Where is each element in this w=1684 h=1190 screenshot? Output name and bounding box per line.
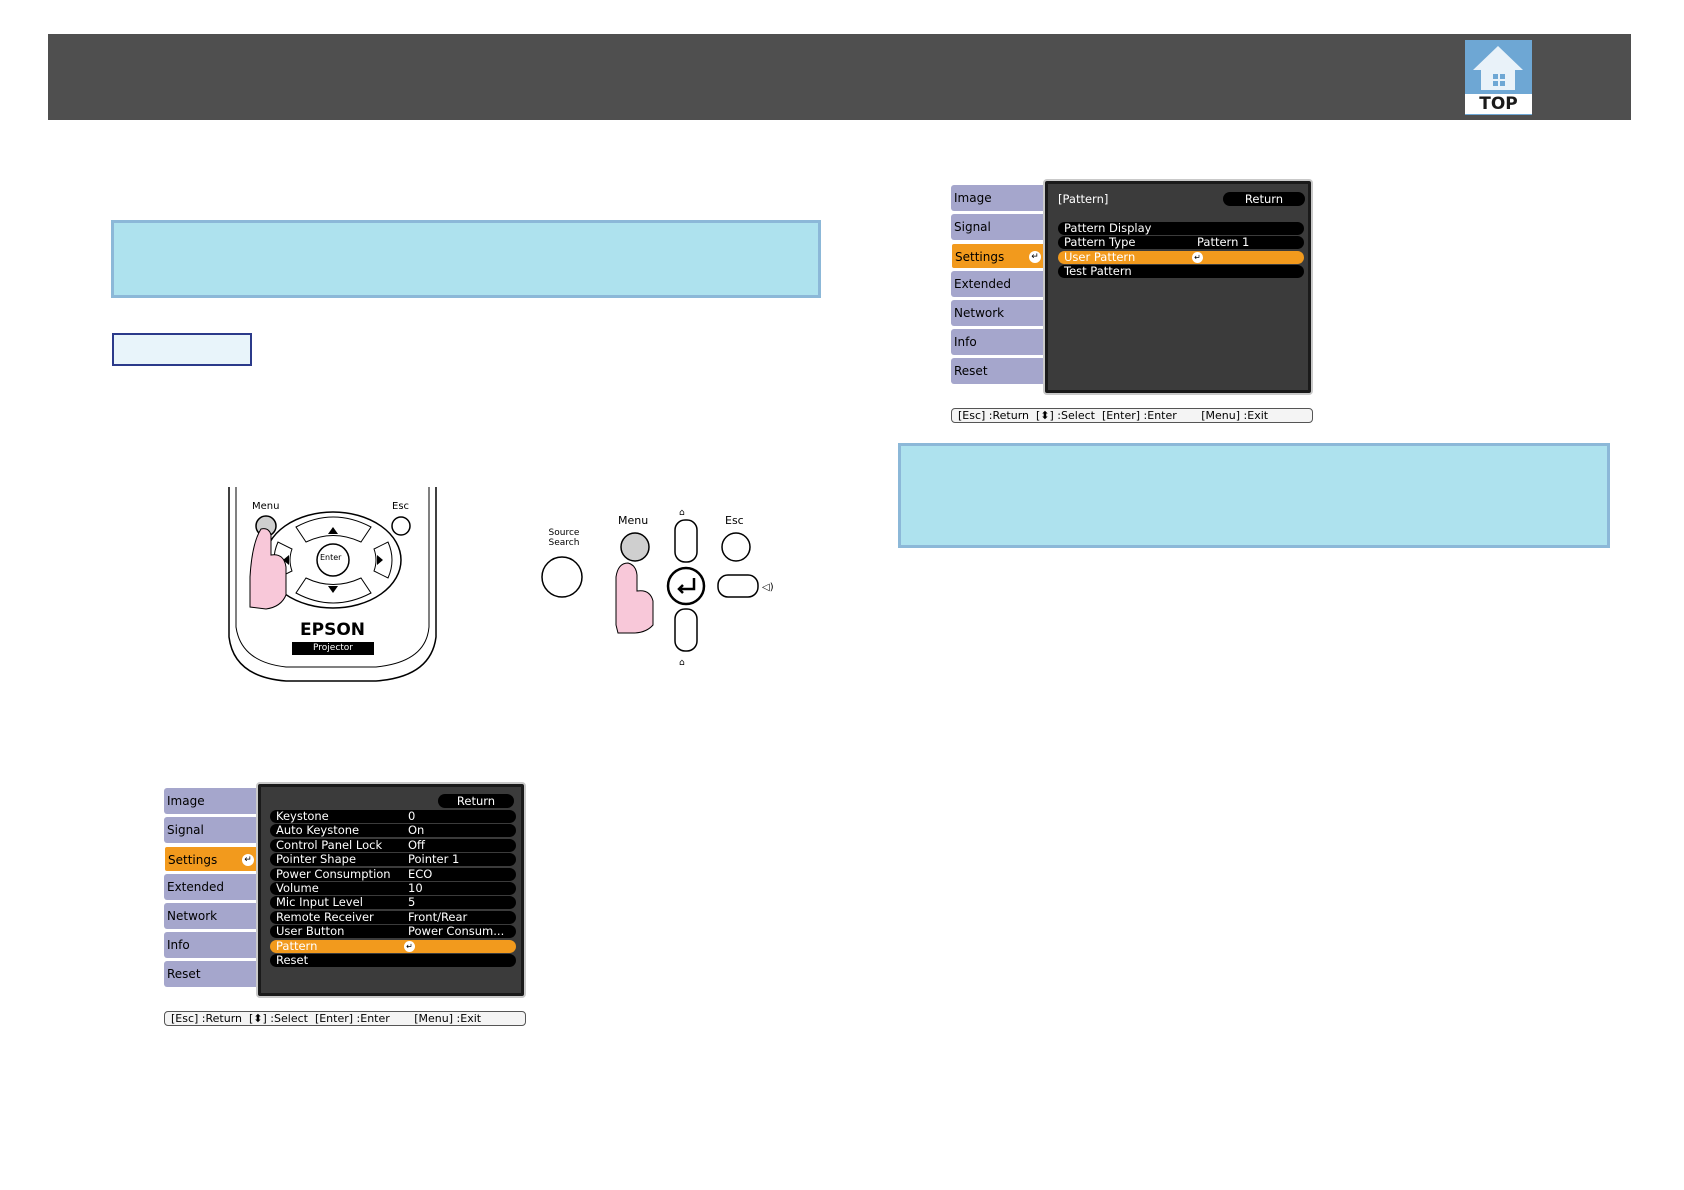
tab-reset[interactable]: Reset	[164, 960, 259, 987]
tab-info[interactable]: Info	[951, 329, 1046, 355]
remote-enter-label: Enter	[320, 553, 342, 562]
menu-row-label: Reset	[276, 953, 309, 967]
tab-label: Image	[167, 794, 205, 808]
menu-row-label: Mic Input Level	[276, 895, 363, 910]
tab-label: Reset	[954, 363, 988, 378]
tab-label: Info	[167, 938, 190, 952]
menu-row-label: Auto Keystone	[276, 823, 360, 838]
menu-row-label: Pointer Shape	[276, 852, 357, 867]
menu-row-label: Pattern Type	[1064, 235, 1136, 250]
menu-row-auto-keystone[interactable]: Auto Keystone On	[270, 823, 516, 838]
menu-row-pattern[interactable]: Pattern ↵	[270, 938, 516, 953]
menu-row-value: Pointer 1	[408, 852, 460, 867]
menu-row-label: Keystone	[276, 809, 329, 823]
return-button[interactable]: Return	[438, 794, 514, 808]
menu-row-value: ECO	[408, 866, 433, 881]
menu-row-value: 5	[408, 895, 416, 910]
note-box	[111, 220, 821, 298]
tab-label: Info	[954, 335, 977, 349]
menu-row-label: User Button	[276, 924, 345, 939]
tab-label: Extended	[954, 277, 1011, 292]
menu-row-label: Test Pattern	[1064, 264, 1132, 279]
tab-image[interactable]: Image	[951, 185, 1046, 211]
menu-row-label: Pattern Display	[1064, 221, 1152, 235]
tab-signal[interactable]: Signal	[951, 213, 1046, 240]
menu-row-control-panel-lock[interactable]: Control Panel Lock Off	[270, 837, 516, 852]
tab-label: Network	[954, 306, 1005, 321]
menu-row-keystone[interactable]: Keystone 0	[270, 810, 516, 823]
tab-label: Reset	[167, 966, 201, 981]
menu-row-value: On	[408, 823, 425, 838]
menu-row-mic-input-level[interactable]: Mic Input Level 5	[270, 895, 516, 910]
menu-row-label: Volume	[276, 881, 319, 895]
remote-control-figure: Menu Esc Enter EPSON Projector	[226, 487, 440, 683]
tab-info[interactable]: Info	[164, 932, 259, 958]
panel-menu-label: Menu	[618, 514, 649, 527]
menu-row-label: Control Panel Lock	[276, 837, 383, 852]
tab-label: Settings	[168, 852, 218, 867]
menu-row-remote-receiver[interactable]: Remote Receiver Front/Rear	[270, 909, 516, 924]
menu-row-value: 0	[408, 809, 416, 823]
return-button[interactable]: Return	[1223, 192, 1305, 206]
menu-footer: [Esc] :Return [⬍] :Select [Enter] :Enter…	[164, 1011, 526, 1026]
tab-label: Image	[954, 191, 992, 205]
tab-label: Network	[167, 909, 218, 924]
panel-esc-label: Esc	[725, 514, 744, 527]
top-button-label: TOP	[1465, 94, 1532, 114]
menu-row-value: Off	[408, 837, 425, 852]
note-box-right	[898, 443, 1610, 548]
procedure-label-box	[112, 333, 252, 366]
tab-image[interactable]: Image	[164, 788, 259, 814]
menu-panel	[1043, 179, 1313, 395]
remote-badge: Projector	[313, 643, 353, 653]
menu-row-pointer-shape[interactable]: Pointer Shape Pointer 1	[270, 852, 516, 867]
menu-row-value: Power Consum...	[408, 924, 505, 939]
menu-row-label: Remote Receiver	[276, 909, 374, 924]
menu-row-label: Pattern	[276, 938, 318, 953]
tab-network[interactable]: Network	[164, 903, 259, 930]
menu-row-label: Power Consumption	[276, 866, 391, 881]
enter-icon: ↵	[1192, 251, 1203, 263]
menu-title: [Pattern]	[1058, 192, 1109, 206]
tab-signal[interactable]: Signal	[164, 816, 259, 843]
menu-row-label: User Pattern	[1064, 249, 1136, 264]
menu-row-value: 10	[408, 881, 423, 895]
tab-network[interactable]: Network	[951, 300, 1046, 327]
remote-menu-label: Menu	[252, 501, 280, 512]
source-search-label: Source Search	[548, 528, 580, 548]
top-button[interactable]: TOP	[1465, 40, 1532, 115]
remote-esc-label: Esc	[392, 501, 410, 512]
tab-extended[interactable]: Extended	[951, 271, 1046, 298]
menu-row-test-pattern[interactable]: Test Pattern	[1058, 264, 1304, 279]
svg-text:⌂: ⌂	[679, 508, 685, 518]
menu-row-user-pattern[interactable]: User Pattern ↵	[1058, 249, 1304, 264]
tab-label: Signal	[954, 219, 991, 234]
enter-icon: ↵	[242, 853, 254, 866]
tab-settings[interactable]: Settings ↵	[951, 242, 1046, 269]
control-panel-figure: ⌂ ⌂ ◁) Source Search Menu Esc	[538, 505, 778, 670]
tab-reset[interactable]: Reset	[951, 357, 1046, 384]
tab-label: Settings	[955, 249, 1005, 264]
enter-icon: ↵	[1029, 250, 1041, 263]
menu-row-value: Pattern 1	[1197, 235, 1250, 250]
menu-row-pattern-display[interactable]: Pattern Display	[1058, 222, 1304, 235]
menu-row-power-consumption[interactable]: Power Consumption ECO	[270, 866, 516, 881]
svg-text:◁): ◁)	[762, 582, 774, 593]
enter-icon: ↵	[404, 940, 415, 952]
tab-label: Extended	[167, 880, 224, 895]
menu-row-volume[interactable]: Volume 10	[270, 882, 516, 895]
remote-brand: EPSON	[300, 620, 365, 640]
tab-extended[interactable]: Extended	[164, 874, 259, 901]
menu-row-pattern-type[interactable]: Pattern Type Pattern 1	[1058, 235, 1304, 250]
menu-row-reset[interactable]: Reset	[270, 954, 516, 967]
page-header-bar	[48, 34, 1631, 120]
tab-settings[interactable]: Settings ↵	[164, 845, 259, 872]
menu-row-user-button[interactable]: User Button Power Consum...	[270, 924, 516, 939]
svg-text:⌂: ⌂	[679, 658, 685, 668]
menu-footer: [Esc] :Return [⬍] :Select [Enter] :Enter…	[951, 408, 1313, 423]
menu-row-value: Front/Rear	[408, 909, 468, 924]
tab-label: Signal	[167, 822, 204, 837]
